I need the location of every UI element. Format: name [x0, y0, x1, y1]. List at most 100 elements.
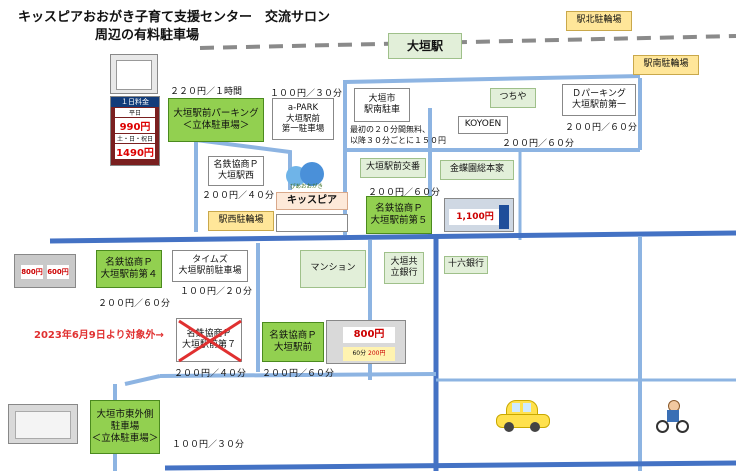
- price-meitetsu-4: ２００円／６０分: [98, 299, 171, 309]
- landmark-kyoritsu-bank: 大垣共 立銀行: [384, 252, 424, 284]
- parking-name: 名鉄協商Ｐ: [213, 159, 259, 170]
- parking-ogaki-ekimae[interactable]: 大垣駅前パーキング ＜立体駐車場＞: [168, 98, 264, 142]
- price-city-eki-minami-2: 以降３０分ごとに１５０円: [350, 136, 446, 145]
- price-east-outer: １００円／３０分: [172, 440, 245, 450]
- parking-apark[interactable]: a-PARK 大垣駅前 第一駐車場: [272, 98, 334, 140]
- sign-weekday: 平日: [115, 108, 155, 117]
- parking-meitetsu-4[interactable]: 名鉄協商Ｐ 大垣駅前第４: [96, 250, 162, 288]
- landmark-label: 大垣共: [390, 256, 418, 267]
- parking-name: 大垣駅前: [273, 342, 312, 353]
- parking-type: ＜立体駐車場＞: [91, 432, 159, 444]
- railway-line: [199, 34, 736, 50]
- station-name: 大垣駅: [406, 38, 443, 53]
- price-ekimae-parking: ２２０円／１時間: [170, 87, 243, 97]
- sign-meitetsu-ekimae-price: 800円: [343, 327, 395, 343]
- parking-name: 大垣駅前第５: [370, 215, 428, 226]
- parking-name: 大垣市東外側: [96, 409, 154, 421]
- parking-name: 名鉄協商Ｐ: [186, 328, 232, 339]
- bicycle-rider-icon: [656, 400, 690, 436]
- photo-parking-sign-top: [110, 54, 158, 94]
- parking-name: 駅南駐車: [363, 105, 400, 115]
- sign-meitetsu-4-b: 600円: [47, 265, 69, 279]
- sign-meitetsu-5-price: 1,100円: [449, 209, 501, 225]
- kisspia-mascot-icon: ぴあおおがき: [284, 160, 330, 192]
- price-meitetsu-5: ２００円／６０分: [368, 188, 441, 198]
- price-times: １００円／２０分: [180, 287, 253, 297]
- parking-name: KOYOEN: [464, 119, 502, 130]
- landmark-juroku-bank: 十六銀行: [444, 256, 488, 274]
- parking-name: 大垣駅前駐車場: [178, 266, 242, 276]
- kisspia-annex: [276, 214, 348, 232]
- sign-header: １日料金: [111, 97, 159, 107]
- photo-meitetsu-ekimae-sign: 800円 60分 200円: [326, 320, 406, 364]
- photo-daily-price-sign: １日料金 平日 990円 土・日・祝日 1490円: [110, 96, 160, 166]
- parking-koyoen[interactable]: KOYOEN: [458, 116, 508, 134]
- photo-east-outer-sign: [8, 404, 78, 444]
- landmark-label: 大垣駅前交番: [365, 162, 420, 173]
- parking-name: a-PARK: [287, 103, 319, 114]
- parking-name: 名鉄協商Ｐ: [269, 330, 317, 342]
- price-apark: １００円／３０分: [270, 89, 343, 99]
- parking-name: 大垣市: [368, 93, 396, 104]
- car-icon: [496, 400, 550, 434]
- landmark-label: 金蝶園総本家: [449, 164, 504, 175]
- sign-weekend: 土・日・祝日: [115, 134, 155, 143]
- parking-name: 名鉄協商Ｐ: [105, 257, 153, 269]
- cross-mark-icon: [178, 319, 242, 363]
- parking-city-eki-minami[interactable]: 大垣市 駅南駐車: [354, 88, 410, 122]
- price-meitetsu-ekimae: ２００円／６０分: [262, 369, 335, 379]
- parking-name: Ｄパーキング: [572, 88, 626, 99]
- parking-name: 大垣駅前パーキング: [173, 108, 259, 120]
- parking-name: 名鉄協商Ｐ: [375, 203, 423, 215]
- notice-excluded: 2023年6月9日より対象外→: [34, 330, 164, 341]
- parking-meitetsu-7-excluded[interactable]: 名鉄協商Ｐ 大垣駅前第７: [176, 318, 242, 363]
- map-subtitle: 周辺の有料駐車場: [95, 28, 200, 43]
- parking-meitetsu-5[interactable]: 名鉄協商Ｐ 大垣駅前第５: [366, 196, 432, 234]
- map-title: キッスピアおおがき子育て支援センター 交流サロン: [18, 10, 331, 25]
- sign-meitetsu-ekimae-sub-a: 60分: [352, 350, 367, 357]
- bicycle-lot-west-label: 駅西駐輪場: [218, 215, 264, 226]
- parking-name: 大垣駅前: [285, 113, 320, 124]
- landmark-label: 立銀行: [390, 268, 418, 278]
- kisspia-sign-text: ぴあおおがき: [290, 184, 324, 190]
- kisspia-building[interactable]: キッスピア: [276, 192, 348, 210]
- parking-name: 大垣駅前第７: [181, 340, 236, 350]
- sign-weekend-price: 1490円: [115, 144, 155, 159]
- road-station-front: [344, 74, 641, 84]
- parking-east-outer[interactable]: 大垣市東外側 駐車場 ＜立体駐車場＞: [90, 400, 160, 454]
- parking-times[interactable]: タイムズ 大垣駅前駐車場: [172, 250, 248, 282]
- landmark-label: つちや: [499, 92, 527, 103]
- parking-name: 大垣駅前第一: [571, 100, 626, 110]
- sign-meitetsu-ekimae-sub-b: 200円: [368, 350, 386, 357]
- station-ogaki: 大垣駅: [388, 33, 462, 59]
- landmark-mansion: マンション: [300, 250, 366, 288]
- bicycle-lot-west: 駅西駐輪場: [208, 211, 274, 231]
- price-meitetsu-ekinishi: ２００円／４０分: [202, 191, 275, 201]
- parking-name: 大垣駅西: [217, 171, 254, 181]
- sign-meitetsu-4-a: 800円: [21, 265, 43, 279]
- road-lower-left-bend: [124, 374, 161, 386]
- parking-name: 大垣駅前第４: [100, 269, 158, 280]
- bicycle-lot-north-label: 駅北駐輪場: [576, 15, 622, 26]
- bicycle-lot-north: 駅北駐輪場: [566, 11, 632, 31]
- parking-d-parking[interactable]: Ｄパーキング 大垣駅前第一: [562, 84, 636, 116]
- price-city-eki-minami-1: 最初の２０分間無料、: [350, 125, 430, 134]
- bicycle-lot-south-label: 駅南駐輪場: [643, 59, 689, 70]
- landmark-tsuchiya: つちや: [490, 88, 536, 108]
- parking-meitetsu-ekimae[interactable]: 名鉄協商Ｐ 大垣駅前: [262, 322, 324, 362]
- parking-meitetsu-ekinishi[interactable]: 名鉄協商Ｐ 大垣駅西: [208, 156, 264, 186]
- landmark-label: 十六銀行: [447, 259, 484, 270]
- photo-meitetsu-4-sign: 800円 600円: [14, 254, 76, 288]
- main-road-horizontal: [49, 230, 736, 244]
- sign-weekday-price: 990円: [115, 118, 155, 133]
- landmark-label: マンション: [310, 263, 356, 274]
- kisspia-label: キッスピア: [287, 194, 337, 206]
- price-d-parking: ２００円／６０分: [565, 123, 638, 133]
- landmark-kinchoen: 金蝶園総本家: [440, 160, 514, 180]
- price-meitetsu-7: ２００円／４０分: [174, 369, 247, 379]
- bicycle-lot-south: 駅南駐輪場: [633, 55, 699, 75]
- photo-meitetsu-5-sign: 1,100円: [444, 198, 514, 232]
- parking-name: 第一駐車場: [281, 124, 325, 135]
- parking-name: 駐車場: [110, 421, 140, 433]
